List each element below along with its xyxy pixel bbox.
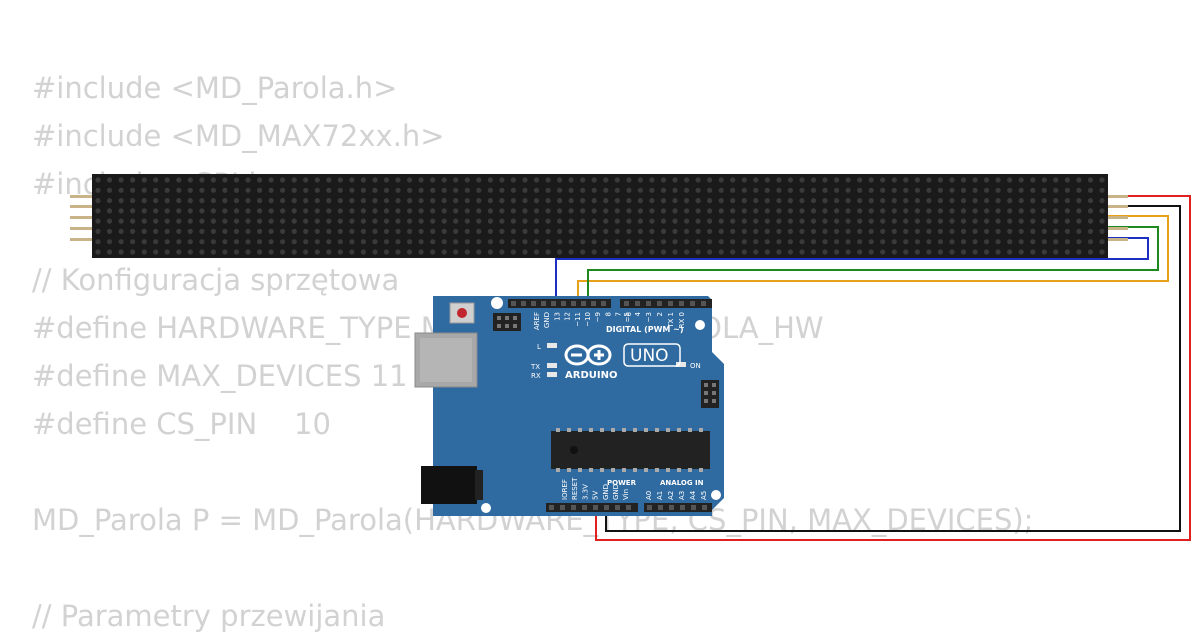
matrix-leds — [95, 177, 1105, 255]
usb-connector-inner — [420, 338, 472, 382]
code-line: #include <MD_Parola.h> — [32, 71, 398, 105]
wire-gnd[interactable] — [605, 205, 1181, 532]
pin-label: GND — [543, 312, 551, 328]
reset-button[interactable] — [457, 308, 467, 318]
pin-label: IOREF — [561, 479, 569, 500]
pin-label: RESET — [571, 477, 579, 500]
wire-vcc[interactable] — [595, 195, 1191, 541]
wire-cs[interactable] — [587, 226, 1159, 303]
pin-label: ~10 — [584, 312, 592, 327]
matrix-body — [92, 174, 1108, 258]
matrix-output-pins — [1106, 195, 1128, 241]
code-line: #include <MD_MAX72xx.h> — [32, 119, 445, 153]
code-line: MD_Parola P = MD_Parola(HARDWARE_TYPE, C… — [32, 503, 1034, 537]
icsp-header — [493, 313, 521, 331]
power-jack[interactable] — [421, 466, 477, 504]
pin-label: Vin — [622, 489, 630, 500]
digital-header-left[interactable] — [508, 299, 611, 308]
pin-label: 5V — [592, 491, 600, 500]
pin-label: 3.3V — [581, 484, 589, 500]
pin-label: TX 1 — [667, 312, 675, 329]
pin-label: AREF — [533, 312, 541, 330]
icsp-header-2 — [701, 380, 719, 408]
pin-label: A3 — [678, 491, 686, 500]
pin-label: A5 — [700, 491, 708, 500]
header-holes — [511, 301, 706, 306]
pin-label: ~3 — [645, 312, 653, 322]
code-line: #define CS_PIN 10 — [32, 407, 331, 441]
led-tx-label: TX — [530, 363, 540, 371]
power-header[interactable] — [546, 503, 638, 512]
mounting-hole — [491, 297, 503, 309]
pin-label: GND — [612, 484, 620, 500]
digital-header-right[interactable] — [620, 299, 712, 308]
atmega-chip — [551, 428, 710, 472]
pin-label: ~5 — [623, 312, 631, 322]
matrix-input-pins — [70, 195, 92, 241]
wires — [555, 195, 1191, 541]
wire-clk[interactable] — [555, 237, 1149, 303]
wire-din[interactable] — [577, 215, 1169, 303]
mounting-hole — [711, 490, 721, 500]
digital-label: DIGITAL (PWM ~) — [606, 325, 684, 334]
led-on-label: ON — [690, 362, 701, 370]
pin-label: 2 — [656, 312, 664, 316]
code-line: // Parametry przewijania — [32, 599, 386, 633]
led-tx — [547, 363, 557, 368]
pin-label: GND — [602, 484, 610, 500]
pin-label: 7 — [615, 312, 623, 316]
uno-badge — [623, 343, 681, 367]
led-l-label: L — [537, 343, 541, 351]
code-line: #define MAX_DEVICES 11 — [32, 359, 408, 393]
pin-label: A0 — [645, 491, 653, 500]
power-label: POWER — [607, 479, 637, 487]
pin-label: 4 — [634, 311, 642, 316]
analog-label: ANALOG IN — [660, 479, 704, 487]
analog-header[interactable] — [644, 503, 712, 512]
pin-label: A1 — [656, 491, 664, 500]
pin-label: A2 — [667, 491, 675, 500]
pin-label: ~6 — [625, 311, 633, 322]
pin-label: 13 — [553, 312, 561, 321]
led-l — [547, 343, 557, 348]
pin-label: ~9 — [594, 312, 602, 322]
header-holes-bottom — [549, 505, 707, 510]
arduino-brand: ARDUINO — [565, 370, 617, 381]
pin-label: 8 — [604, 312, 612, 316]
uno-label: UNO — [630, 346, 669, 366]
led-matrix[interactable] — [70, 174, 1128, 258]
arduino-logo-icon — [564, 344, 612, 366]
power-jack-rim — [475, 470, 483, 500]
pin-label: A4 — [689, 490, 697, 500]
led-on — [676, 362, 686, 367]
pin-label: 12 — [564, 312, 572, 321]
mounting-hole — [695, 320, 705, 330]
mounting-hole — [481, 503, 491, 513]
pin-label: RX 0 — [678, 312, 686, 328]
led-rx-label: RX — [531, 372, 541, 380]
pin-label: ~11 — [574, 312, 582, 327]
led-rx — [547, 372, 557, 377]
code-line: // Konfiguracja sprzętowa — [32, 263, 400, 297]
